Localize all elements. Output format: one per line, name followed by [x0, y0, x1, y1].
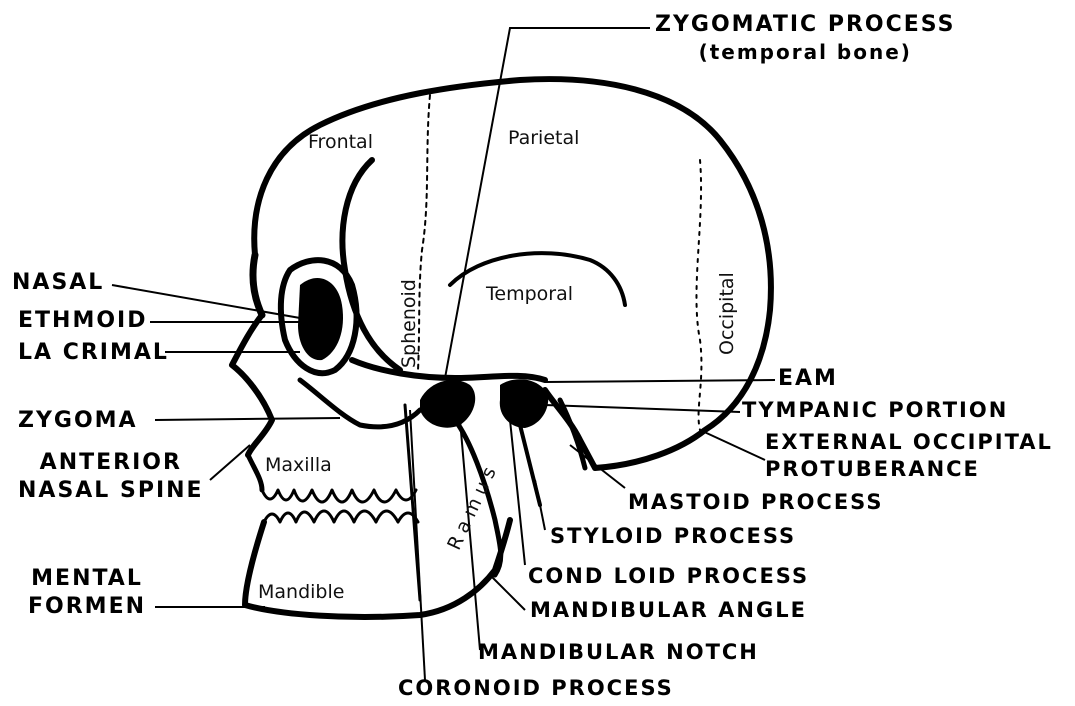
bone-occipital: Occipital — [718, 272, 737, 355]
label-mental-foramen: MENTAL FORMEN — [28, 568, 146, 618]
label-lacrimal: LA CRIMAL — [18, 342, 169, 364]
leader-styloid — [535, 480, 545, 530]
label-styloid-process: STYLOID PROCESS — [550, 526, 796, 547]
label-tympanic-portion: TYMPANIC PORTION — [742, 400, 1008, 421]
face-profile — [232, 315, 272, 455]
label-nasal: NASAL — [12, 272, 104, 294]
orbit-shadow — [298, 278, 343, 360]
ear-canal — [500, 379, 548, 428]
leader-external-occipital — [700, 430, 765, 460]
label-external-occipital-line2: PROTUBERANCE — [765, 459, 1053, 480]
bone-frontal: Frontal — [308, 133, 373, 152]
leader-anterior-nasal — [210, 445, 250, 480]
label-mental-foramen-line2: FORMEN — [28, 596, 146, 618]
brow-ridge — [253, 255, 262, 315]
zygoma-body — [300, 380, 420, 427]
leader-mandibular-angle — [490, 575, 525, 610]
label-zygoma: ZYGOMA — [18, 410, 138, 432]
label-external-occipital-protuberance: EXTERNAL OCCIPITAL PROTUBERANCE — [765, 432, 1053, 480]
label-ethmoid: ETHMOID — [18, 310, 148, 332]
upper-teeth — [262, 490, 416, 502]
label-eam: EAM — [778, 368, 838, 390]
label-zygomatic-process-line1: ZYGOMATIC PROCESS — [655, 14, 956, 36]
leader-coronoid — [410, 410, 425, 680]
label-mastoid-process: MASTOID PROCESS — [628, 492, 883, 513]
label-condyloid-process: COND LOID PROCESS — [528, 566, 809, 587]
coronoid — [405, 405, 420, 600]
label-mental-foramen-line1: MENTAL — [28, 568, 146, 590]
bone-mandible: Mandible — [258, 583, 344, 602]
leader-zygoma — [155, 418, 340, 420]
label-anterior-nasal-spine: ANTERIOR NASAL SPINE — [18, 452, 204, 502]
leader-eam — [545, 380, 775, 382]
label-mandibular-angle: MANDIBULAR ANGLE — [530, 600, 807, 621]
label-mandibular-notch: MANDIBULAR NOTCH — [478, 642, 759, 663]
maxilla-outline — [248, 455, 262, 490]
label-anterior-nasal-spine-line1: ANTERIOR — [18, 452, 204, 474]
label-anterior-nasal-spine-line2: NASAL SPINE — [18, 480, 204, 502]
bone-parietal: Parietal — [508, 129, 579, 148]
bone-sphenoid: Sphenoid — [400, 279, 419, 368]
mastoid — [560, 400, 585, 468]
label-external-occipital-line1: EXTERNAL OCCIPITAL — [765, 432, 1053, 453]
label-zygomatic-process-line2: (temporal bone) — [655, 42, 956, 62]
bone-maxilla: Maxilla — [265, 456, 332, 475]
bone-temporal: Temporal — [486, 285, 573, 304]
label-coronoid-process: CORONOID PROCESS — [398, 678, 674, 699]
lower-teeth — [264, 511, 418, 522]
lambdoid-suture — [696, 160, 701, 430]
label-zygomatic-process: ZYGOMATIC PROCESS (temporal bone) — [655, 14, 956, 62]
leader-tympanic — [545, 405, 740, 412]
condyle — [420, 380, 475, 428]
